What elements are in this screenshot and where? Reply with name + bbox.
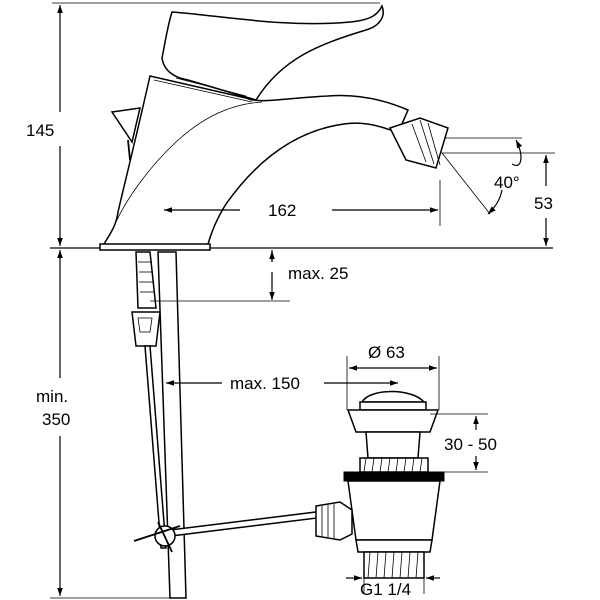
dim-53-label: 53	[534, 194, 553, 213]
dim-min-label: min.	[36, 387, 68, 406]
dim-thread-g114: G1 1/4	[346, 575, 440, 599]
waste-plug	[360, 390, 426, 403]
lever-handle	[161, 4, 384, 101]
dim-3050-label: 30 - 50	[444, 435, 497, 454]
dim-d63-label: Ø 63	[368, 343, 405, 362]
sealing-washer	[343, 471, 445, 482]
dim-162-label: 162	[268, 201, 296, 220]
flex-hose	[135, 251, 157, 309]
dim-diameter-63: Ø 63	[346, 343, 440, 410]
popup-knob	[110, 107, 141, 144]
popup-waste	[315, 390, 445, 579]
dim-350-label: 350	[42, 410, 70, 429]
dim-spout-53: 53	[534, 155, 553, 246]
popup-sleeve	[157, 251, 187, 599]
dim-max-25: max. 25	[150, 250, 348, 302]
mixer-base	[99, 243, 211, 251]
waste-body	[347, 480, 441, 541]
dim-reach-162: 162	[164, 201, 438, 220]
waste-thread-section	[359, 457, 429, 473]
waste-flange	[346, 409, 440, 433]
dim-height-145: 145	[26, 5, 63, 246]
dim-min-350: min. 350	[36, 250, 70, 596]
dim-max25-label: max. 25	[288, 264, 348, 283]
dim-max150-label: max. 150	[230, 374, 300, 393]
extension-lines	[50, 2, 555, 599]
pull-rod	[144, 345, 167, 549]
dim-angle-40: 40°	[487, 139, 523, 215]
underdeck-parts	[131, 251, 318, 599]
hose-connector	[131, 311, 161, 347]
linkage-rod	[169, 511, 318, 537]
dim-145-label: 145	[26, 121, 54, 140]
dim-max-150: max. 150	[166, 374, 398, 393]
dim-40-label: 40°	[494, 173, 520, 192]
dim-range-30-50: 30 - 50	[430, 413, 497, 473]
mixer-body	[99, 4, 449, 251]
dim-thread-label: G1 1/4	[360, 580, 411, 599]
mixer-body-shape	[100, 75, 409, 249]
